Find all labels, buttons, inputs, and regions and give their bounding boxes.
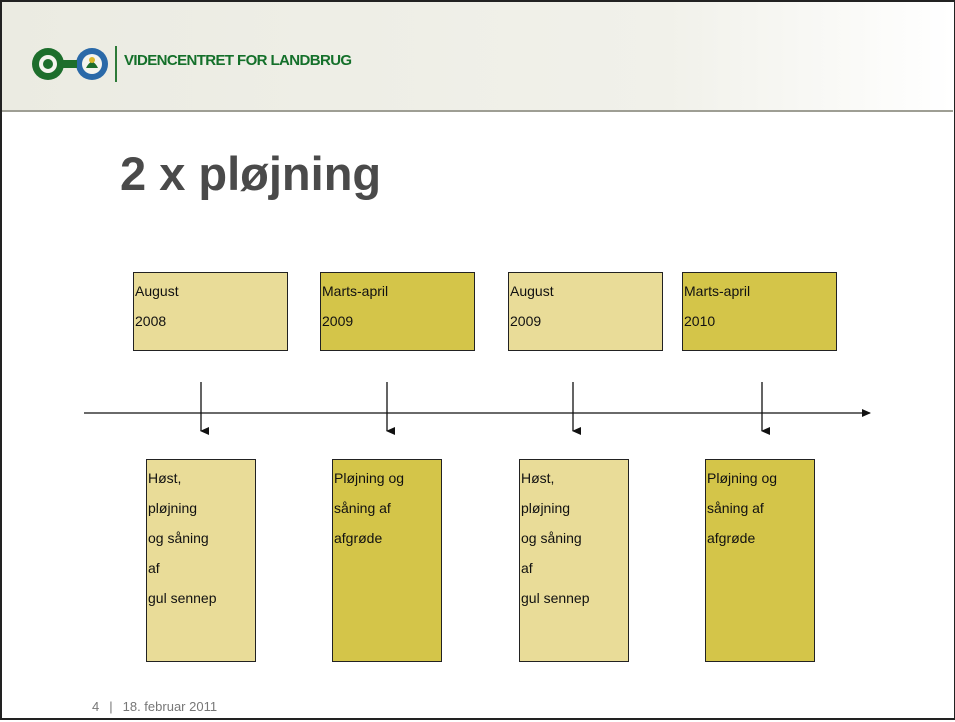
brand-name: VIDENCENTRET FOR LANDBRUG	[124, 52, 352, 69]
date-box-aug-2008: August 2008	[133, 272, 288, 351]
date-box-mar-2010: Marts-april 2010	[682, 272, 837, 351]
date-box-month: Marts-april	[322, 283, 389, 299]
date-box-year: 2008	[135, 313, 167, 329]
activity-box-3: Høst, pløjning og såning af gul sennep	[519, 459, 629, 662]
activity-line: Høst,	[521, 470, 555, 486]
logo-divider	[115, 46, 117, 82]
date-box-month: August	[135, 283, 179, 299]
activity-line: og såning	[148, 530, 209, 546]
activity-line: afgrøde	[707, 530, 756, 546]
activity-line: pløjning	[521, 500, 571, 516]
activity-line: gul sennep	[521, 590, 590, 606]
page-number: 4	[92, 699, 100, 714]
activity-box-4: Pløjning og såning af afgrøde	[705, 459, 815, 662]
activity-line: såning af	[334, 500, 391, 516]
slide-footer: 4 | 18. februar 2011	[92, 699, 217, 714]
videncentret-logo-icon	[32, 48, 108, 80]
date-box-year: 2009	[510, 313, 542, 329]
activity-line: Pløjning og	[334, 470, 405, 486]
date-box-mar-2009: Marts-april 2009	[320, 272, 475, 351]
activity-line: af	[148, 560, 160, 576]
activity-line: pløjning	[148, 500, 198, 516]
footer-date: 18. februar 2011	[122, 699, 218, 714]
slide-header: VIDENCENTRET FOR LANDBRUG	[2, 2, 953, 112]
activity-line: gul sennep	[148, 590, 217, 606]
activity-line: Pløjning og	[707, 470, 778, 486]
activity-line: afgrøde	[334, 530, 383, 546]
slide-title: 2 x pløjning	[120, 147, 382, 200]
date-box-aug-2009: August 2009	[508, 272, 663, 351]
date-box-month: August	[510, 283, 554, 299]
date-box-year: 2010	[684, 313, 716, 329]
date-box-year: 2009	[322, 313, 354, 329]
activity-line: og såning	[521, 530, 582, 546]
footer-separator: |	[109, 699, 113, 714]
activity-line: såning af	[707, 500, 764, 516]
date-box-month: Marts-april	[684, 283, 751, 299]
activity-box-1: Høst, pløjning og såning af gul sennep	[146, 459, 256, 662]
activity-line: af	[521, 560, 533, 576]
activity-line: Høst,	[148, 470, 182, 486]
activity-box-2: Pløjning og såning af afgrøde	[332, 459, 442, 662]
